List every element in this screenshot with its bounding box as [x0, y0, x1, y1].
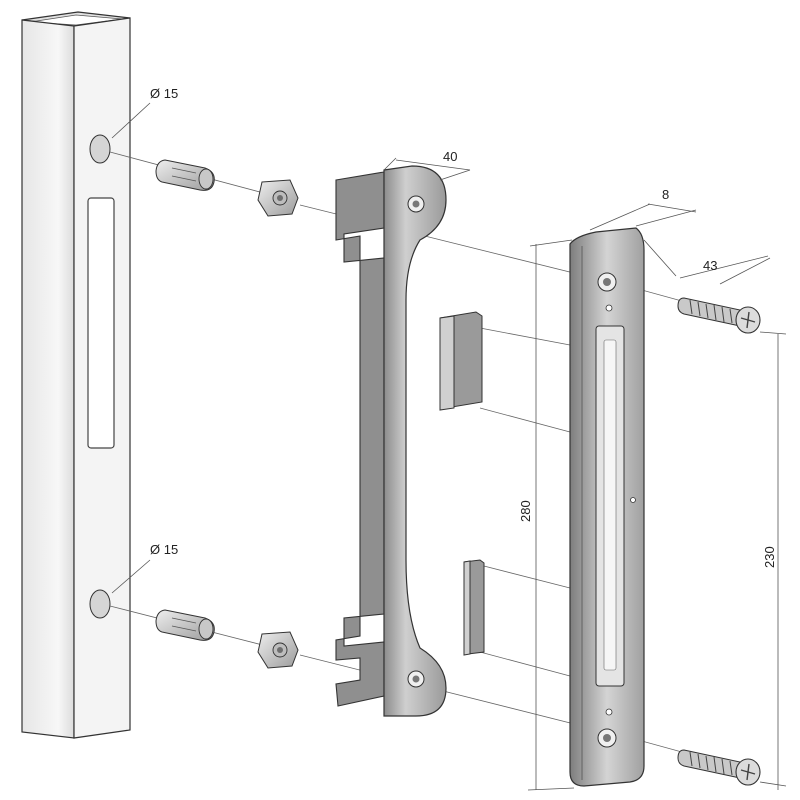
strike-insert-lower [463, 559, 485, 656]
strike-insert-upper [439, 311, 483, 411]
mounting-plate [335, 165, 447, 717]
dimension-label: 230 [762, 546, 777, 568]
post-hole-bottom [89, 589, 111, 619]
dimension-label: 280 [518, 500, 533, 522]
square-post [21, 11, 131, 739]
cage-nut-bottom [257, 631, 299, 669]
strike-plate [569, 227, 645, 787]
post-hole-top [89, 134, 111, 164]
hole-dimension-top: Ø 15 [111, 86, 178, 139]
post-slot [87, 197, 115, 449]
hole-dimension-bottom: Ø 15 [111, 542, 178, 594]
wood-screw-top [677, 297, 761, 334]
dimension-label: Ø 15 [150, 542, 178, 557]
screw-offset-dimension: 43 [643, 239, 771, 285]
wood-screw-bottom [677, 749, 761, 786]
dimension-label: 40 [443, 149, 457, 164]
wall-dowel-bottom [155, 609, 215, 641]
wall-dowel-top [155, 159, 215, 191]
dimension-label: 43 [703, 258, 717, 273]
plate-width-dimension: 40 [383, 149, 471, 181]
cage-nut-top [257, 179, 299, 217]
screw-spacing-dimension: 230 [759, 331, 787, 790]
strike-height-dimension: 280 [518, 244, 575, 791]
dimension-label: Ø 15 [150, 86, 178, 101]
dimension-label: 8 [662, 187, 669, 202]
strike-thickness-dimension: 8 [529, 187, 697, 247]
